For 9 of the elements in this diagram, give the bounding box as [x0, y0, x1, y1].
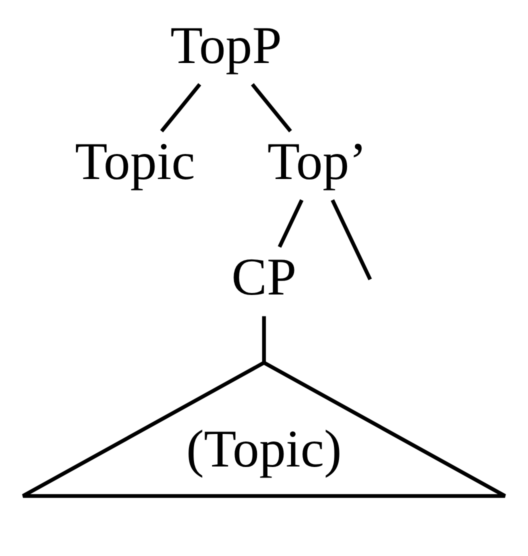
node-text: CP	[232, 248, 296, 307]
connector	[330, 199, 372, 280]
connector	[262, 316, 266, 362]
connector	[160, 83, 202, 132]
connector	[250, 83, 292, 132]
node-text: Top’	[267, 132, 367, 191]
node-text: TopP	[170, 17, 282, 76]
connector	[278, 199, 304, 248]
node-text: Topic	[74, 132, 196, 191]
